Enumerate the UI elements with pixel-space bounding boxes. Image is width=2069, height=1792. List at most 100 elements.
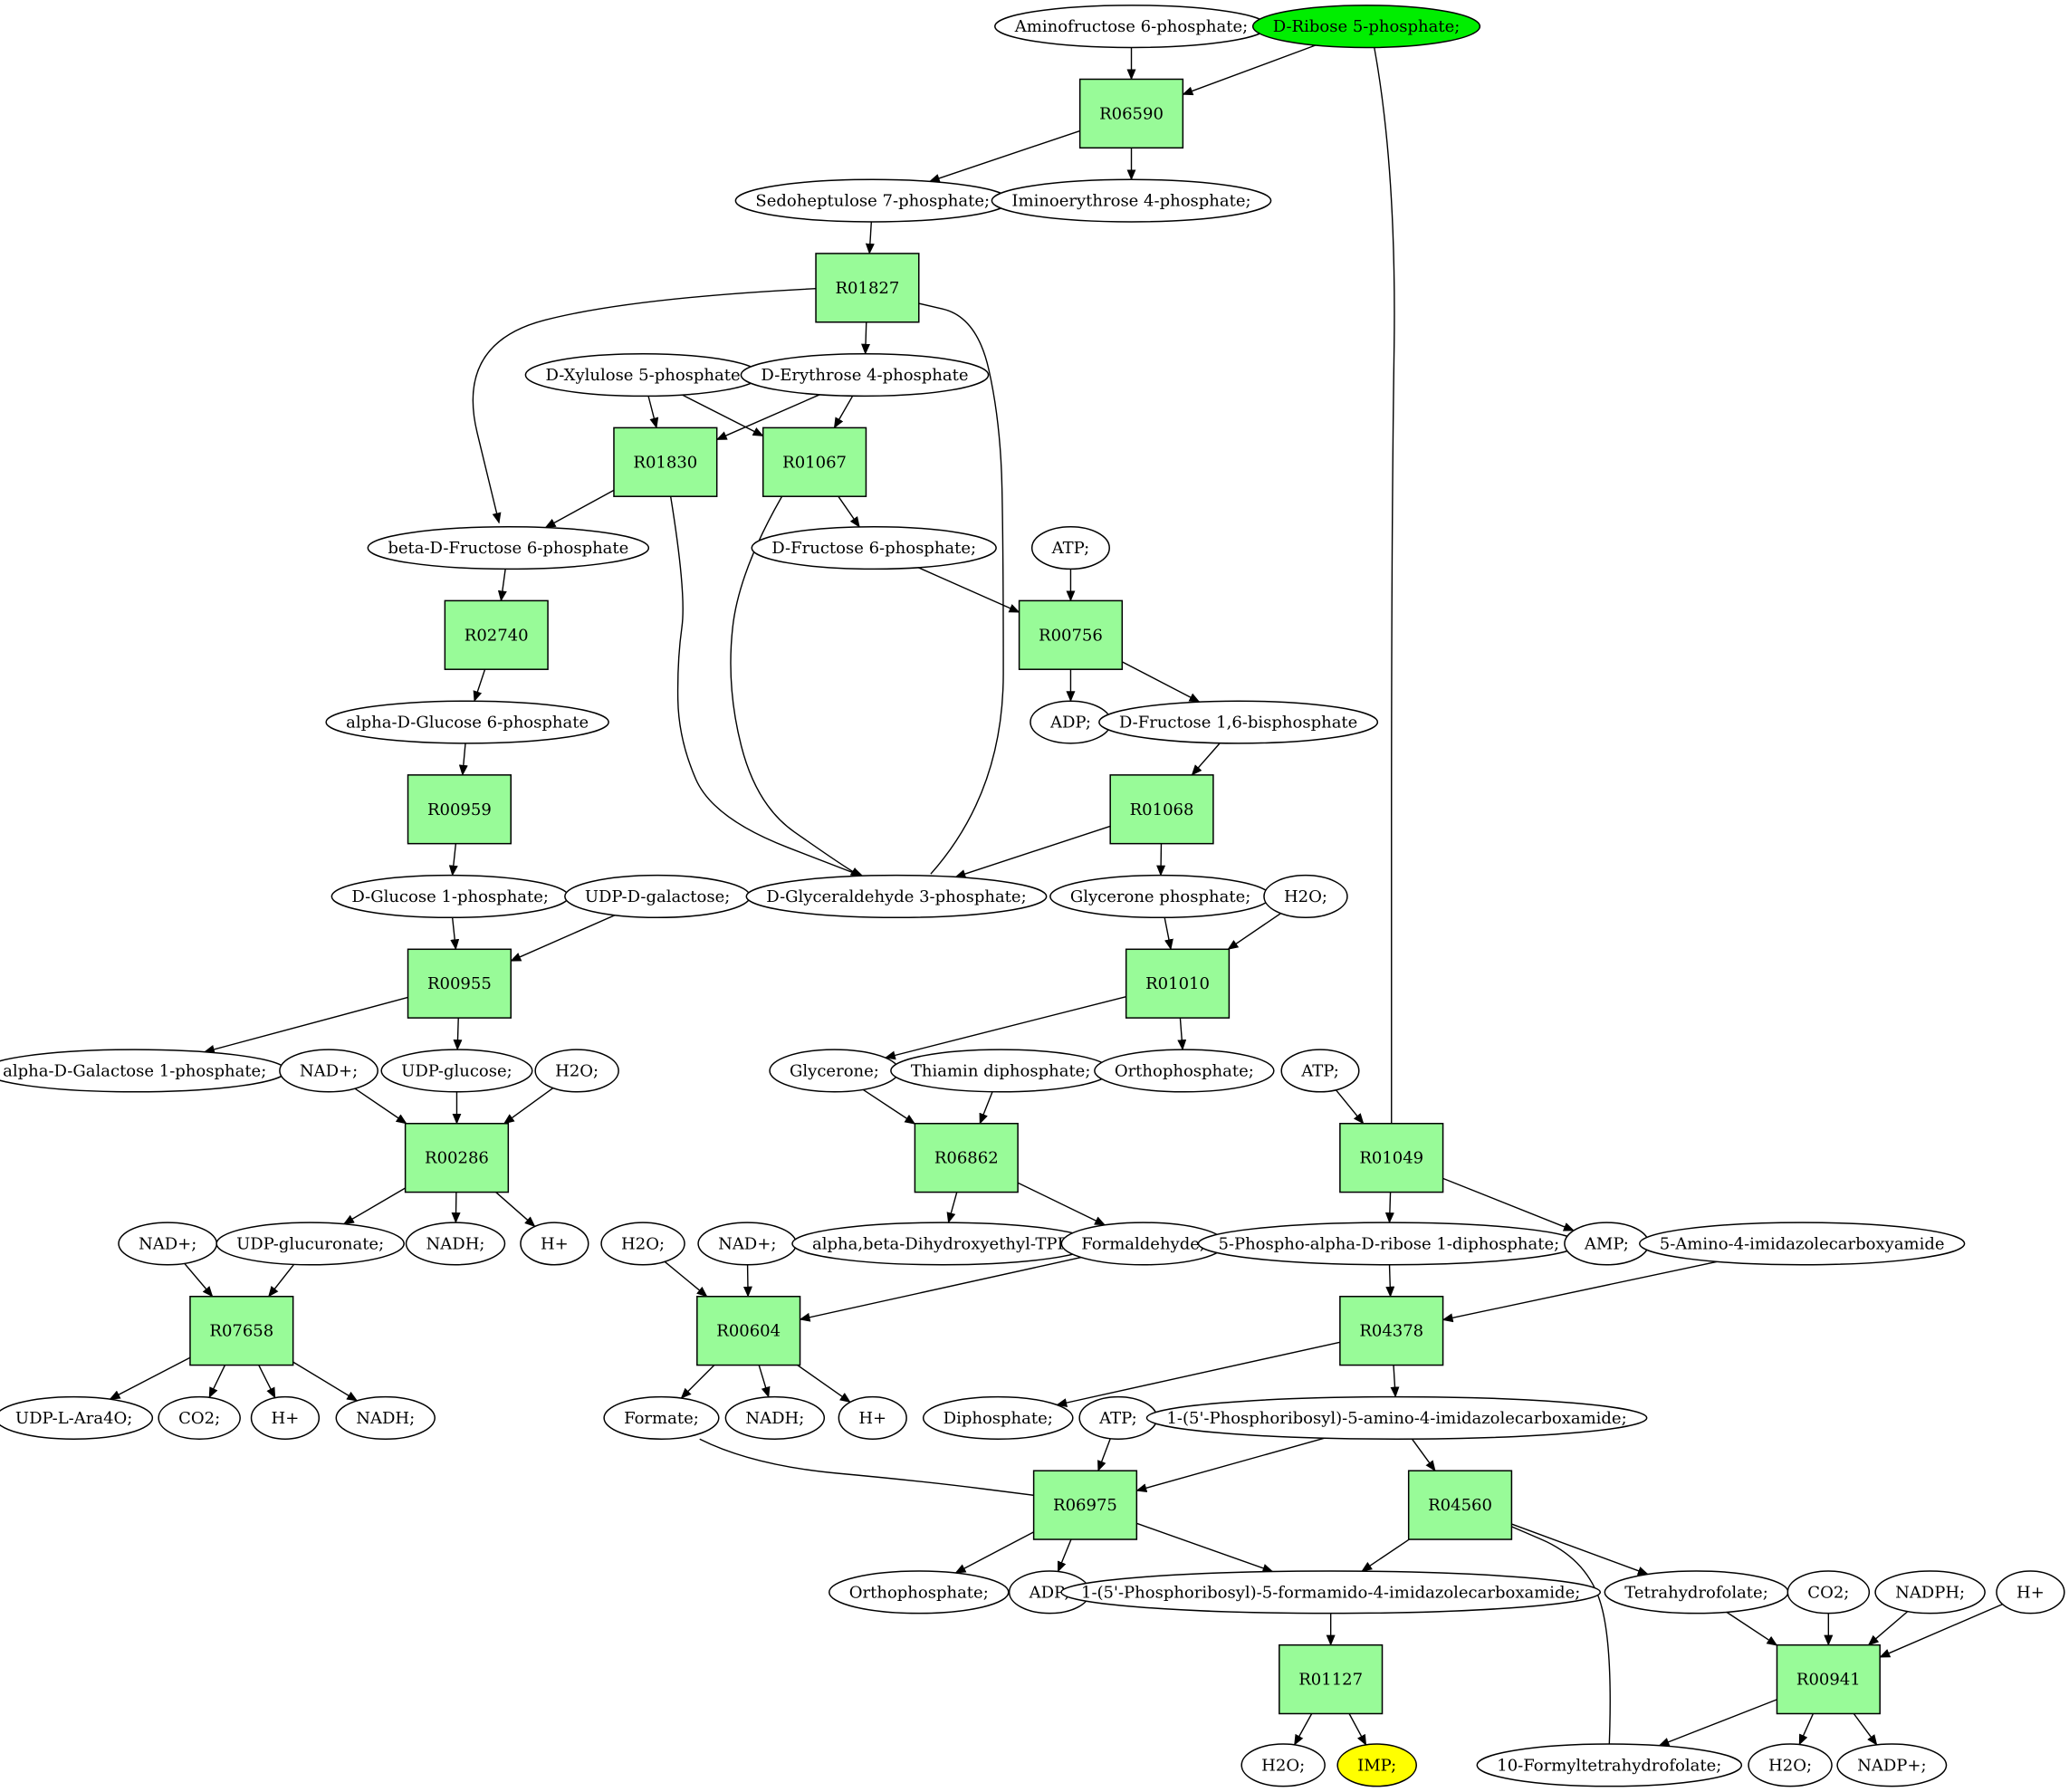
metabolite-node-nadplus1: NAD+; [279, 1049, 378, 1093]
node-label: R07658 [209, 1322, 273, 1341]
node-label: D-Erythrose 4-phosphate [761, 366, 968, 385]
metabolite-node-faicar: 1-(5'-Phosphoribosyl)-5-formamido-4-imid… [1060, 1570, 1602, 1615]
metabolite-ellipse [1145, 1395, 1648, 1440]
edge-R01049-to-amp [1442, 1177, 1575, 1231]
metabolite-ellipse [838, 1395, 907, 1440]
reaction-box [914, 1123, 1019, 1193]
edge-R00941-to-nadpplus [1853, 1713, 1878, 1746]
edge-R01827-to-derythrose4p [861, 321, 871, 355]
edge-R04378-to-diphosphate [1056, 1341, 1341, 1408]
metabolite-node-nadh3: NADH; [724, 1395, 826, 1440]
metabolite-node-nadh1: NADH; [405, 1222, 506, 1266]
metabolite-node-hplus4: H+ [1996, 1570, 2065, 1615]
edge-derythrose4p-to-R01830 [715, 394, 820, 441]
metabolite-node-formylthf: 10-Formyltetrahydrofolate; [1476, 1743, 1743, 1787]
metabolite-ellipse [250, 1395, 321, 1440]
reaction-box [407, 948, 512, 1019]
node-label: D-Xylulose 5-phosphate [545, 366, 740, 385]
node-label: Diphosphate; [944, 1409, 1053, 1428]
reaction-node-R00286: R00286 [404, 1123, 510, 1193]
metabolite-ellipse [534, 1049, 619, 1093]
metabolite-ellipse [1030, 525, 1110, 570]
node-label: NADH; [356, 1409, 415, 1428]
node-label: H2O; [555, 1061, 599, 1080]
node-label: R02740 [465, 626, 529, 645]
node-label: ADP; [1049, 714, 1091, 733]
node-label: R01827 [835, 279, 899, 298]
metabolite-ellipse [829, 1570, 1010, 1615]
node-label: CO2; [178, 1409, 220, 1428]
edge-dribose5p-to-R06590 [1182, 44, 1317, 96]
metabolite-node-iminoerythrose4p: Iminoerythrose 4-phosphate; [991, 178, 1272, 223]
metabolite-ellipse [751, 525, 997, 570]
edge-nadph-to-R00941 [1867, 1611, 1909, 1646]
edge-dglucose1p-to-R00955 [450, 917, 460, 951]
metabolite-node-udpglucuronate: UDP-glucuronate; [216, 1222, 405, 1266]
edge-prpp-to-R04378 [1385, 1264, 1395, 1298]
node-label: R01127 [1298, 1671, 1363, 1690]
node-label: H2O; [1768, 1756, 1812, 1775]
metabolite-node-dribose5p: D-Ribose 5-phosphate; [1251, 5, 1481, 49]
metabolite-ellipse [380, 1049, 533, 1093]
reaction-box [1279, 1643, 1384, 1715]
metabolite-ellipse [1476, 1743, 1743, 1787]
reaction-box [1109, 774, 1214, 845]
node-label: D-Glucose 1-phosphate; [351, 887, 549, 906]
metabolite-ellipse [1748, 1743, 1833, 1787]
metabolite-node-h2o5: H2O; [1748, 1743, 1833, 1787]
edge-R00604-to-nadh3 [758, 1365, 771, 1398]
metabolite-node-co2a: CO2; [158, 1395, 241, 1440]
metabolite-ellipse [216, 1222, 405, 1266]
edge-R00286-to-nadh1 [451, 1192, 461, 1224]
reaction-node-R01830: R01830 [613, 426, 718, 497]
node-label: 10-Formyltetrahydrofolate; [1497, 1756, 1721, 1775]
edge-R01010-to-orthophosphate1 [1177, 1018, 1187, 1051]
node-label: 1-(5'-Phosphoribosyl)-5-amino-4-imidazol… [1166, 1409, 1626, 1428]
node-label: Glycerone phosphate; [1070, 887, 1250, 906]
edge-h2o2-to-R00286 [503, 1087, 554, 1125]
node-label: UDP-D-galactose; [585, 887, 731, 906]
metabolite-node-h2o4: H2O; [1240, 1743, 1326, 1787]
metabolite-ellipse [1240, 1743, 1326, 1787]
metabolite-ellipse [1280, 1049, 1360, 1093]
metabolite-node-amp: AMP; [1564, 1222, 1650, 1266]
edge-R00756-to-dfructose16bp [1121, 661, 1201, 703]
metabolite-node-orthophosphate2: Orthophosphate; [829, 1570, 1010, 1615]
node-label: NADP+; [1857, 1756, 1926, 1775]
reaction-node-R04378: R04378 [1339, 1296, 1444, 1366]
metabolite-node-h2o3: H2O; [600, 1222, 685, 1266]
metabolite-node-glyceronephosphate: Glycerone phosphate; [1049, 874, 1272, 919]
reaction-node-R01068: R01068 [1109, 774, 1214, 845]
edge-R06975-to-orthophosphate2 [954, 1531, 1034, 1574]
edge-R01068-to-glyceronephosphate [1156, 843, 1166, 877]
node-label: Aminofructose 6-phosphate; [1014, 17, 1248, 36]
edge-formaldehyde-to-R00604 [799, 1256, 1082, 1322]
edge-R00959-to-dglucose1p [448, 843, 458, 877]
edge-thiamindp-to-R06862 [979, 1091, 993, 1125]
metabolite-node-abdhetpp: alpha,beta-Dihydroxyethyl-TPP; [791, 1222, 1094, 1266]
node-label: H+ [858, 1409, 886, 1428]
metabolite-node-dxylulose5p: D-Xylulose 5-phosphate [524, 352, 762, 398]
metabolite-node-h2o1: H2O; [1263, 874, 1348, 919]
node-label: R00941 [1796, 1671, 1861, 1690]
metabolite-node-hplus3: H+ [838, 1395, 907, 1440]
edge-R06975-to-faicar [1136, 1522, 1274, 1573]
metabolite-ellipse [335, 1395, 436, 1440]
metabolite-ellipse [1251, 5, 1481, 49]
node-label: ADP; [1029, 1583, 1070, 1602]
edge-R00941-to-h2o5 [1798, 1713, 1815, 1746]
node-label: alpha,beta-Dihydroxyethyl-TPP; [812, 1234, 1073, 1253]
node-label: H2O; [1284, 887, 1327, 906]
node-label: UDP-glucuronate; [236, 1234, 384, 1253]
node-label: NADPH; [1895, 1583, 1965, 1602]
node-label: R00955 [427, 974, 492, 993]
metabolite-ellipse [1263, 874, 1348, 919]
edge-R01127-to-h2o4 [1293, 1713, 1313, 1746]
metabolite-node-aicar: 1-(5'-Phosphoribosyl)-5-amino-4-imidazol… [1145, 1395, 1648, 1440]
node-label: NADH; [745, 1409, 804, 1428]
edge-atp3-to-R06975 [1097, 1438, 1111, 1472]
metabolite-ellipse [1786, 1570, 1871, 1615]
metabolite-node-dfructose6p: D-Fructose 6-phosphate; [751, 525, 997, 570]
metabolite-node-derythrose4p: D-Erythrose 4-phosphate [740, 352, 990, 398]
edge-R06975-to-adp2 [1057, 1538, 1072, 1573]
